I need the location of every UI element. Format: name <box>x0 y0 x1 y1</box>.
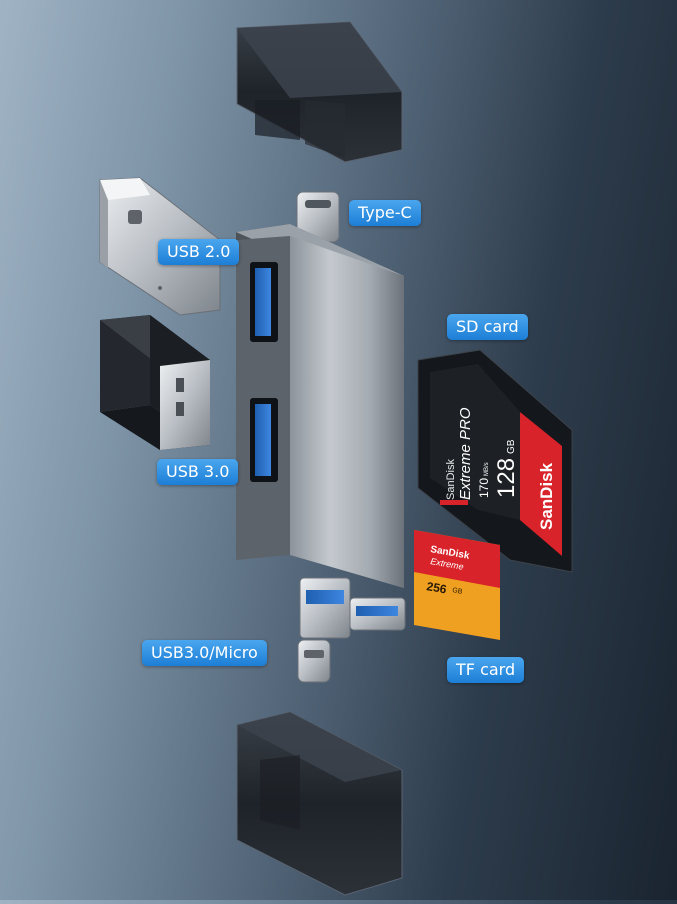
usb-3-label: USB 3.0 <box>157 459 239 485</box>
sd-card-speed-unit: MB/s <box>484 462 490 476</box>
sd-card-brand: SanDisk <box>445 459 457 500</box>
sd-card-series: Extreme PRO <box>457 407 474 500</box>
bottom-cap <box>236 711 403 896</box>
type-c-connector <box>296 191 340 243</box>
usb-2-label: USB 2.0 <box>158 239 240 265</box>
tf-card <box>414 530 500 640</box>
sd-card-capacity-unit: GB <box>506 439 517 454</box>
sd-card-label: SD card <box>447 314 528 340</box>
top-cap <box>236 21 403 163</box>
type-c-label: Type-C <box>349 200 421 226</box>
tf-card-capacity: 256 <box>425 579 447 596</box>
tf-card-label: TF card <box>447 657 525 683</box>
sd-card <box>417 349 573 573</box>
sd-card-print: SanDisk Extreme PRO 170 MB/s 128 GB <box>445 407 520 500</box>
usb3-micro-label: USB3.0/Micro <box>142 640 267 666</box>
sd-card-red-print: SanDisk <box>537 462 556 530</box>
usb3-micro-connector <box>297 577 406 683</box>
usb-3-plug <box>100 315 210 450</box>
tf-card-capacity-unit: GB <box>452 587 464 596</box>
card-reader-body <box>236 224 404 588</box>
sd-card-brand-red: SanDisk <box>537 462 556 530</box>
sd-card-speed: 170 <box>477 478 491 498</box>
sd-card-capacity: 128 <box>493 458 520 498</box>
